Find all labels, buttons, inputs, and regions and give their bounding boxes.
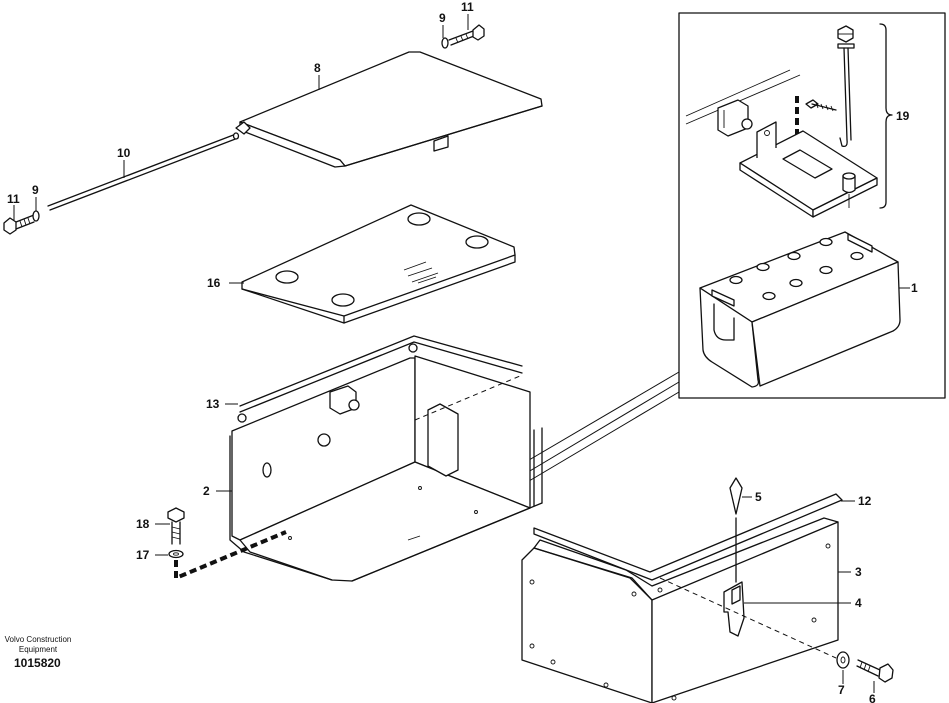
callout-4: 4 — [855, 596, 862, 610]
callout-17: 17 — [136, 548, 150, 562]
brand-line-1: Volvo Construction — [5, 635, 72, 644]
title-block: Volvo Construction Equipment 1015820 — [5, 635, 72, 670]
callout-8: 8 — [314, 61, 321, 75]
box-bolt — [167, 507, 287, 582]
battery-box — [229, 335, 543, 582]
callout-19-bracket — [879, 23, 893, 209]
inset-leader-2 — [523, 391, 680, 485]
callout-numbers: 1 2 3 4 5 6 7 8 9 9 10 11 11 12 13 16 17… — [7, 0, 918, 703]
brand-line-2: Equipment — [19, 645, 58, 654]
inset-hold-down-plate — [739, 121, 878, 218]
callout-6: 6 — [869, 692, 876, 703]
callout-11-left: 11 — [7, 192, 20, 206]
callout-2: 2 — [203, 484, 210, 498]
callout-12: 12 — [858, 494, 872, 508]
cover-plate — [235, 51, 543, 168]
leader-lines — [13, 14, 910, 693]
callout-13: 13 — [206, 397, 220, 411]
callout-16: 16 — [207, 276, 221, 290]
callout-3: 3 — [855, 565, 862, 579]
inset-wall-line — [685, 74, 801, 125]
battery-box-cover — [521, 477, 843, 703]
inset-bracket-block — [717, 99, 753, 137]
callout-18: 18 — [136, 517, 150, 531]
callout-7: 7 — [838, 683, 845, 697]
battery — [699, 231, 901, 388]
callout-5: 5 — [755, 490, 762, 504]
lid-fasteners — [836, 651, 894, 683]
inset-leader-3 — [511, 371, 680, 471]
battery-mat — [241, 204, 516, 324]
inset-frame — [678, 12, 946, 399]
callout-9-left: 9 — [32, 183, 39, 197]
inset-bolt — [795, 96, 837, 135]
inset-wall-line-2 — [685, 69, 791, 117]
detail-inset — [678, 12, 946, 399]
inset-j-bolt — [837, 25, 856, 208]
bolt-left — [3, 210, 40, 235]
callout-11-top: 11 — [461, 0, 474, 14]
support-rod — [47, 132, 240, 211]
callout-19: 19 — [896, 109, 910, 123]
drawing-number: 1015820 — [14, 656, 61, 670]
inset-leader-1 — [517, 381, 680, 479]
callout-9-top: 9 — [439, 11, 446, 25]
bolt-top — [441, 24, 485, 49]
callout-10: 10 — [117, 146, 131, 160]
callout-1: 1 — [911, 281, 918, 295]
